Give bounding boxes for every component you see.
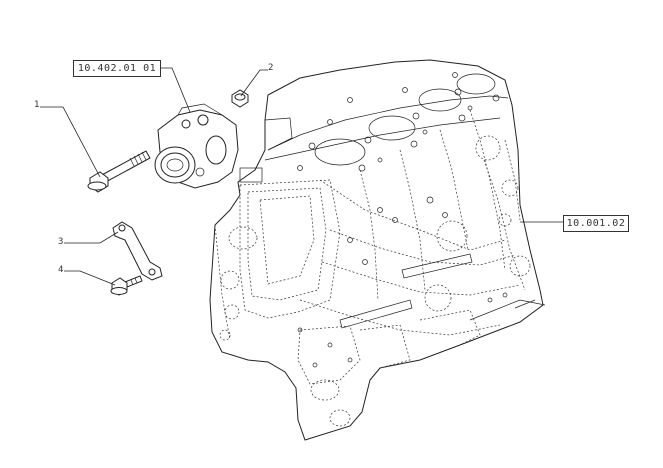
callout-1: 1: [34, 100, 40, 110]
thermostat-housing: [154, 103, 239, 189]
bracket: [112, 221, 163, 281]
callout-2: 2: [268, 63, 274, 73]
ref-thermostat-group[interactable]: 10.402.01 01: [73, 60, 161, 77]
bolt-long: [87, 150, 151, 193]
nut: [231, 89, 249, 108]
ref-engine-block[interactable]: 10.001.02: [563, 215, 629, 232]
bolt-short: [110, 275, 143, 296]
callout-4: 4: [58, 265, 64, 275]
leader-lines: [40, 67, 563, 286]
callout-3: 3: [58, 237, 64, 247]
engine-block: [209, 59, 546, 441]
